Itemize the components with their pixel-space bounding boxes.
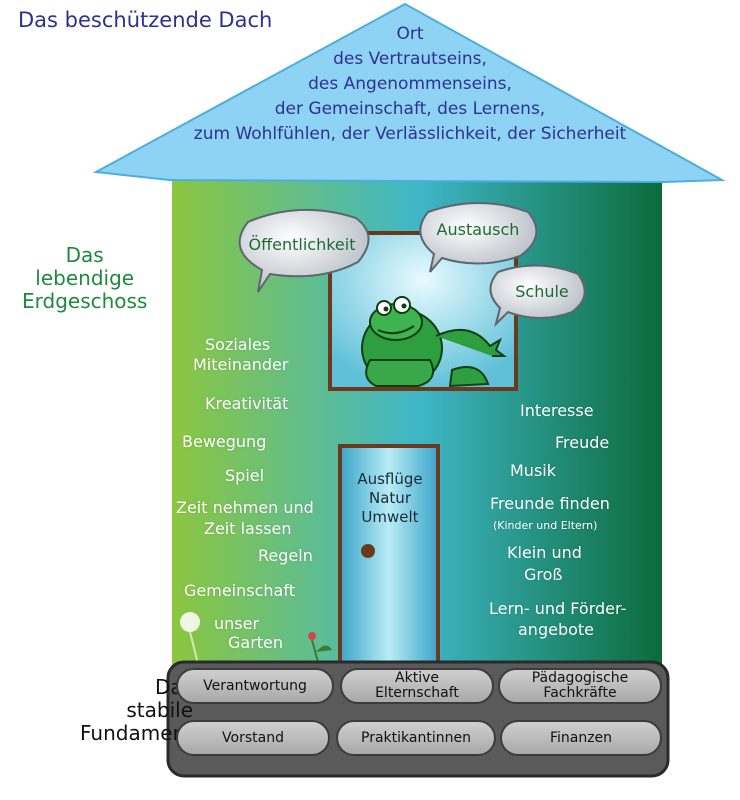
roof-section-title: Das beschützende Dach bbox=[18, 8, 273, 32]
roof-line: des Vertrautseins, bbox=[333, 49, 487, 69]
stone-aktive-elternschaft: Aktive Elternschaft bbox=[340, 668, 494, 704]
floor-title-line: Erdgeschoss bbox=[22, 289, 148, 313]
right-item: angebote bbox=[518, 620, 595, 639]
dandelion-illustration bbox=[180, 612, 200, 665]
roof-line: Ort bbox=[396, 24, 424, 44]
right-item: Interesse bbox=[520, 401, 594, 420]
left-item: Garten bbox=[228, 633, 284, 652]
stone-paedagogische-fachkraefte: Pädagogische Fachkräfte bbox=[498, 668, 662, 704]
door-line: Umwelt bbox=[361, 508, 419, 526]
right-item: Groß bbox=[524, 565, 563, 584]
house-roof bbox=[92, 2, 726, 184]
door-text: Ausflüge Natur Umwelt bbox=[346, 470, 434, 527]
right-item: Klein und bbox=[507, 543, 582, 562]
stone-vorstand: Vorstand bbox=[176, 720, 330, 756]
flower-illustration bbox=[308, 632, 332, 663]
left-item: Miteinander bbox=[193, 355, 289, 374]
left-item: Bewegung bbox=[182, 432, 267, 451]
left-item: Regeln bbox=[258, 546, 313, 565]
bubble-austausch: Austausch bbox=[436, 220, 520, 239]
stone-verantwortung: Verantwortung bbox=[176, 668, 334, 704]
foundation-title-line: Fundament bbox=[80, 721, 194, 745]
door-knob bbox=[361, 544, 375, 558]
stone-label: Pädagogische bbox=[531, 670, 629, 686]
right-item: Lern- und Förder- bbox=[489, 599, 627, 618]
stone-label: Elternschaft bbox=[375, 685, 459, 701]
frog-illustration bbox=[361, 296, 507, 388]
left-item: Kreativität bbox=[205, 394, 289, 413]
floor-title-line: Das bbox=[65, 243, 104, 267]
stone-label: Fachkräfte bbox=[543, 685, 617, 701]
roof-line: der Gemeinschaft, des Lernens, bbox=[274, 99, 546, 119]
roof-line: zum Wohlfühlen, der Verlässlichkeit, der… bbox=[193, 124, 627, 144]
door-line: Natur bbox=[369, 489, 411, 507]
right-item: Musik bbox=[510, 461, 556, 480]
right-item-note: (Kinder und Eltern) bbox=[493, 514, 597, 535]
door-line: Ausflüge bbox=[357, 470, 423, 488]
stone-label: Praktikantinnen bbox=[361, 729, 471, 746]
stone-label: Vorstand bbox=[222, 729, 284, 746]
right-item: Freude bbox=[555, 433, 610, 452]
stone-finanzen: Finanzen bbox=[500, 720, 662, 756]
left-item: Gemeinschaft bbox=[184, 581, 295, 600]
left-item: Zeit nehmen und bbox=[176, 498, 314, 517]
stone-label: Verantwortung bbox=[203, 677, 307, 694]
bubble-shapes bbox=[238, 202, 586, 328]
right-item: Freunde finden bbox=[490, 494, 610, 513]
left-item: Spiel bbox=[225, 466, 265, 485]
left-item: Zeit lassen bbox=[204, 519, 292, 538]
foundation-title-line: stabile bbox=[126, 698, 194, 722]
stone-label: Aktive bbox=[395, 670, 439, 686]
roof-line: des Angenommenseins, bbox=[308, 74, 512, 94]
stone-label: Finanzen bbox=[549, 729, 613, 746]
floor-section-title: Das lebendige Erdgeschoss bbox=[22, 244, 147, 313]
floor-title-line: lebendige bbox=[35, 266, 135, 290]
bubble-oeffentlichkeit: Öffentlichkeit bbox=[248, 235, 356, 254]
roof-text-block: Ort des Vertrautseins, des Angenommensei… bbox=[150, 22, 670, 147]
right-item-small: (Kinder und Eltern) bbox=[493, 519, 598, 532]
left-item: Soziales bbox=[205, 335, 271, 354]
stone-praktikantinnen: Praktikantinnen bbox=[336, 720, 496, 756]
left-item: unser bbox=[214, 614, 260, 633]
bubble-schule: Schule bbox=[515, 282, 569, 301]
